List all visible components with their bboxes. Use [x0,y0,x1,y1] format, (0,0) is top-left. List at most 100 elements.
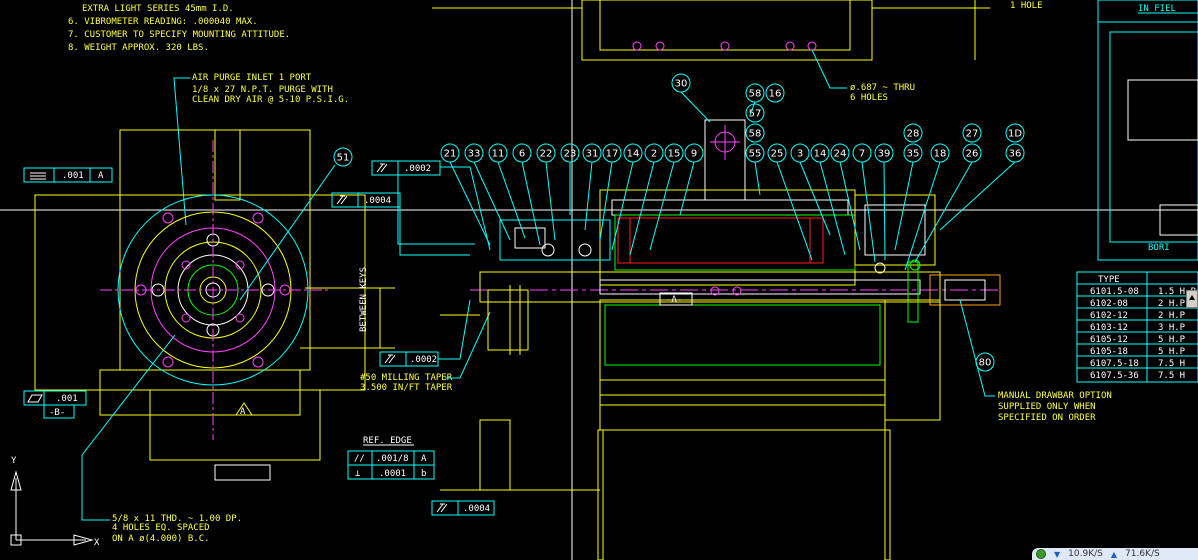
table-cell-hp: 5 H.P [1158,347,1186,357]
in-field-label: IN FIEL [1138,4,1176,14]
taper-callout-2: 3.500 IN/FT TAPER [360,383,453,393]
leader-line [649,161,675,251]
balloon-22: 22 [536,143,556,163]
svg-text:A: A [421,454,427,464]
runout-value-low: .0002 [410,355,437,365]
table-cell-hp: 7.5 H [1158,371,1185,381]
datum-b: -B- [49,408,65,418]
svg-text:16: 16 [769,89,782,100]
svg-text:25: 25 [771,149,784,160]
runout-value-mid: .0004 [364,196,391,206]
svg-text:AIR PURGE INLET 1 PORT: AIR PURGE INLET 1 PORT [192,73,312,83]
table-cell-type: 6105-18 [1090,347,1128,357]
air-purge-callout: AIR PURGE INLET 1 PORT 1/8 x 27 N.P.T. P… [173,73,349,226]
flatness-datum: A [98,171,104,181]
svg-text:39: 39 [878,149,891,160]
balloon-23: 23 [560,143,580,163]
table-cell-hp: 3 H.P [1158,323,1186,333]
balloon-1D: 1D [1005,123,1025,143]
balloon-21: 21 [440,143,460,163]
system-tray-network[interactable]: ▼ 10.9K/S ▲ 71.6K/S [1032,548,1198,560]
flatness-frame [23,167,113,183]
between-keys-label: BETWEEN KEYS [359,267,369,332]
leader-line [584,161,593,231]
leader-line [883,161,886,261]
scrollbar-up-button[interactable] [1186,290,1198,308]
svg-text:SPECIFIED ON ORDER: SPECIFIED ON ORDER [998,413,1096,423]
leader-line [680,91,711,123]
leader-line [839,161,861,251]
svg-text:.001/8: .001/8 [376,454,409,464]
note-line-7: 7. CUSTOMER TO SPECIFY MOUNTING ATTITUDE… [68,30,290,40]
svg-text:27: 27 [966,129,979,140]
note-line-6: 6. VIBROMETER READING: .000040 MAX. [68,17,258,27]
runout-value-bottom: .0004 [463,504,490,514]
ucs-x-label: X [94,538,100,548]
svg-text:.0001: .0001 [379,469,406,479]
svg-text:18: 18 [934,149,947,160]
leader-line [521,161,541,246]
leader-line [611,161,634,251]
svg-text:23: 23 [564,149,577,160]
balloon-14: 14 [810,143,830,163]
balloon-6: 6 [512,143,532,163]
svg-text:17: 17 [606,149,619,160]
table-cell-type: 6101.5-08 [1090,287,1139,297]
leader-line [861,161,876,263]
svg-text:SUPPLIED ONLY WHEN: SUPPLIED ONLY WHEN [998,402,1096,412]
svg-text:26: 26 [966,149,979,160]
svg-text:21: 21 [444,149,457,160]
balloon-51: 51 [333,147,353,167]
end-view: A [34,129,395,521]
balloon-58: 58 [745,123,765,143]
leader-line [497,161,526,239]
svg-text:3: 3 [797,149,803,160]
ucs-icon [10,470,94,546]
leader-line [545,161,556,241]
svg-text:11: 11 [492,149,505,160]
leader-line [599,161,613,241]
svg-text:7: 7 [859,149,865,160]
svg-text:9: 9 [691,149,697,160]
leader-line [904,161,941,271]
svg-text:58: 58 [749,129,762,140]
svg-text:30: 30 [675,79,688,90]
leader-line [629,161,655,256]
datum-a: -A- [666,295,682,305]
ref-edge-frame [347,450,435,480]
download-speed: 10.9K/S [1068,549,1103,559]
bori-label: BORI [1148,243,1170,253]
balloon-26: 26 [962,143,982,163]
ref-edge-label: REF. EDGE [363,436,412,446]
balloon-30: 30 [671,73,691,93]
svg-text:22: 22 [540,149,553,160]
svg-text:1D: 1D [1008,129,1022,140]
balloon-33: 33 [464,143,484,163]
svg-text:55: 55 [749,149,762,160]
svg-text:CLEAN DRY AIR @ 5-10 P.S.I.G.: CLEAN DRY AIR @ 5-10 P.S.I.G. [192,95,349,105]
balloon-28: 28 [903,123,923,143]
table-cell-type: 6103-12 [1090,323,1128,333]
balloon-15: 15 [664,143,684,163]
runout-symbols [27,163,448,513]
taper-callout-1: #50 MILLING TAPER [360,373,453,383]
flatness-value: .001 [62,171,84,181]
balloon-3: 3 [790,143,810,163]
balloon-7: 7 [852,143,872,163]
table-cell-type: 6107.5-18 [1090,359,1139,369]
svg-text:51: 51 [337,153,350,164]
ucs-y-label: Y [11,456,17,466]
balloon-2: 2 [644,143,664,163]
parallel-value: .001 [56,394,78,404]
table-cell-type: 6105-12 [1090,335,1128,345]
side-view [432,0,1001,560]
upload-arrow-icon: ▲ [1110,549,1117,559]
svg-text:MANUAL DRAWBAR OPTION: MANUAL DRAWBAR OPTION [998,391,1112,401]
svg-text:6 HOLES: 6 HOLES [850,93,888,103]
svg-text:5/8 x 11 THD. ~ 1.00 DP.: 5/8 x 11 THD. ~ 1.00 DP. [112,514,242,524]
network-activity-icon[interactable] [1036,549,1046,559]
